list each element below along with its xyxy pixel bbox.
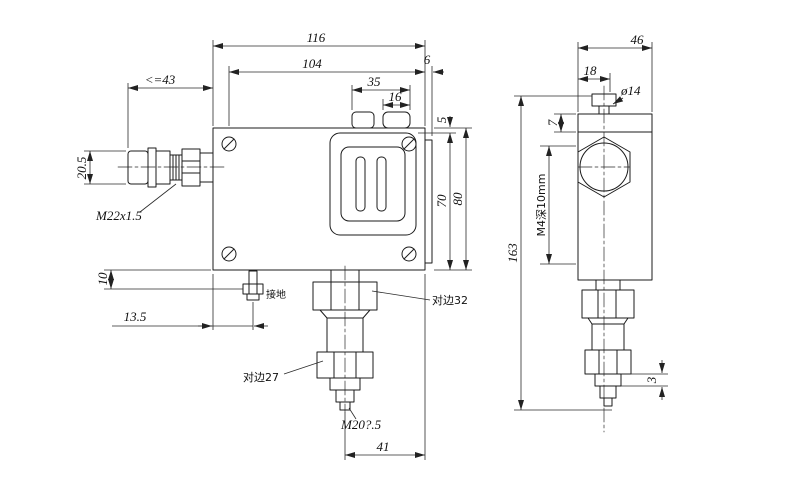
dim-13-5-label: 13.5 — [124, 309, 147, 324]
side-tab — [424, 139, 433, 264]
dim-plate-7: 7 — [545, 113, 576, 133]
dim-10-label: 10 — [95, 272, 110, 286]
thread-label-m22: M22x1.5 — [95, 183, 177, 223]
dim-connector-length-43: <=43 — [127, 72, 213, 148]
ground-label: 接地 — [266, 288, 286, 301]
top-glands — [351, 111, 411, 129]
dim-18-label: 18 — [584, 63, 598, 78]
stud-dia-callout: ø14 — [612, 83, 641, 105]
dim-top-gap-5: 5 — [434, 116, 453, 127]
dim-116-label: 116 — [307, 30, 326, 45]
m22-label: M22x1.5 — [95, 208, 142, 223]
pressure-port-front — [312, 265, 378, 413]
dim-height-163: 163 — [505, 95, 612, 411]
dim-height-80: 80 — [434, 127, 472, 271]
dim-163-label: 163 — [505, 243, 520, 263]
flats-32-label: 对边32 — [432, 293, 468, 307]
m20-label: M20?.5 — [340, 417, 382, 432]
dim-104-label: 104 — [302, 56, 322, 71]
dim-tip-3: 3 — [621, 360, 668, 400]
ground-screw — [242, 270, 264, 301]
dim-5-label: 5 — [434, 116, 449, 123]
flats-27-label: 对边27 — [243, 370, 279, 384]
switch-body — [212, 127, 426, 271]
dim-3-label: 3 — [644, 376, 659, 384]
dim-70-label: 70 — [434, 194, 449, 208]
dim-35-label: 35 — [367, 74, 382, 89]
dim-7-label: 7 — [545, 119, 560, 126]
dim-ground-v-10: 10 — [95, 269, 243, 290]
dim-offset-6: 6 — [424, 52, 444, 136]
dim-6-label: 6 — [424, 52, 431, 67]
dim-connector-dia-20-5: 20.5 — [74, 150, 126, 185]
side-view — [577, 85, 653, 433]
dia-14-label: ø14 — [620, 83, 641, 98]
dim-le43-label: <=43 — [145, 72, 176, 87]
dim-height-70: 70 — [418, 132, 456, 270]
side-body — [577, 113, 653, 281]
tapped-hole-callout: M4深10mm — [535, 145, 576, 265]
dim-20-5-label: 20.5 — [74, 156, 89, 179]
dim-80-label: 80 — [450, 192, 465, 206]
cable-gland-connector — [117, 147, 225, 188]
m4-tap-label: M4深10mm — [535, 174, 548, 237]
dim-gland-width-16: 16 — [382, 89, 410, 110]
ground-label-group: 接地 — [266, 288, 286, 301]
dim-16-label: 16 — [389, 89, 403, 104]
port-thread-callout: M20?.5 — [340, 407, 382, 432]
pressure-port-side — [581, 279, 635, 407]
dim-41-label: 41 — [377, 439, 390, 454]
flats-32-callout: 对边32 — [371, 290, 468, 307]
dim-gland-span-35: 35 — [351, 74, 411, 110]
dim-width-116: 116 — [212, 30, 426, 126]
flats-27-callout: 对边27 — [243, 360, 324, 384]
dim-46-label: 46 — [631, 32, 645, 47]
corner-screws — [221, 136, 417, 262]
hex-boss — [577, 136, 631, 198]
dim-ground-h-13-5: 13.5 — [112, 274, 268, 330]
dim-stud-18: 18 — [578, 63, 611, 92]
dim-width-104: 104 — [228, 56, 425, 126]
display-window — [329, 132, 417, 236]
front-view — [117, 111, 433, 413]
dim-port-offset-41: 41 — [344, 274, 426, 460]
